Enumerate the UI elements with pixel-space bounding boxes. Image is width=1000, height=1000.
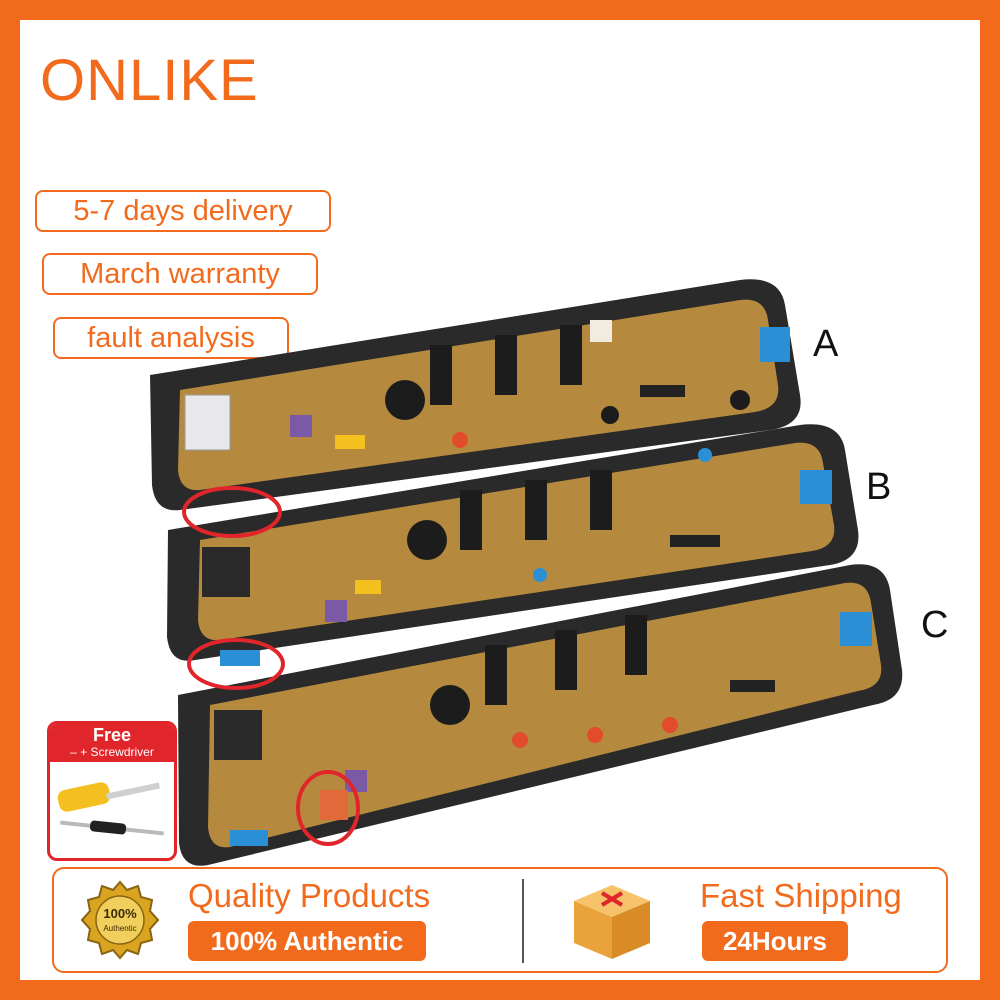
quality-title: Quality Products: [188, 877, 431, 914]
gift-title: Free: [92, 725, 132, 745]
highlight-circle-c: [296, 770, 360, 846]
gift-header: Free – + Screwdriver: [50, 724, 174, 762]
package-box-icon: [574, 885, 650, 959]
control-boards-illustration: [150, 279, 903, 866]
board-label-b: B: [866, 466, 892, 508]
board-b: [167, 424, 859, 666]
shipping-title: Fast Shipping: [700, 877, 902, 914]
free-screwdriver-card: Free – + Screwdriver: [47, 721, 177, 861]
badge-warranty: March warranty: [42, 253, 318, 295]
hours-pill: 24Hours: [702, 921, 848, 961]
badge-fault-analysis: fault analysis: [53, 317, 289, 359]
highlight-circle-b: [187, 638, 285, 690]
board-label-a: A: [813, 323, 839, 365]
highlight-circle-a: [182, 486, 282, 538]
brand-logo: ONLIKE: [40, 48, 259, 113]
authentic-pill: 100% Authentic: [188, 921, 426, 961]
badge-delivery: 5-7 days delivery: [35, 190, 331, 232]
board-c: [178, 564, 903, 866]
board-label-c: C: [921, 604, 949, 646]
footer-banner: 100% Authentic Quality Products 100% Aut…: [52, 867, 948, 973]
screwdriver-icon: [57, 782, 164, 836]
seal-line-1: 100%: [103, 906, 137, 921]
board-a: [150, 279, 801, 511]
footer-divider: [522, 879, 524, 963]
gift-subtitle: – + Screwdriver: [70, 745, 154, 759]
seal-line-2: Authentic: [103, 924, 136, 933]
authentic-seal-icon: 100% Authentic: [80, 880, 160, 960]
